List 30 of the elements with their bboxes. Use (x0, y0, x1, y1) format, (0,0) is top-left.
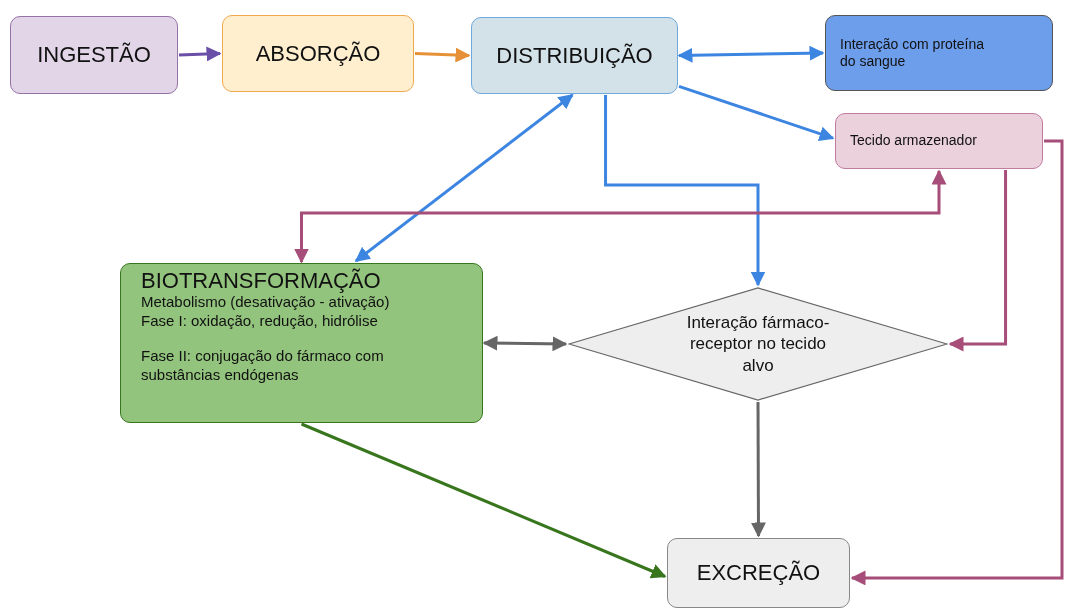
arrow (948, 170, 1008, 352)
box-label: Interação com proteína do sangue (840, 35, 985, 71)
box-text: Fase I: oxidação, redução, hidrólise (141, 312, 379, 331)
process-box (825, 15, 1053, 91)
process-box (835, 113, 1043, 169)
process-box (10, 16, 178, 94)
box-label: DISTRIBUIÇÃO (495, 41, 654, 70)
arrow (178, 46, 222, 62)
process-box (120, 263, 483, 423)
arrow (678, 84, 835, 141)
arrow (354, 93, 574, 263)
box-heading: BIOTRANSFORMAÇÃO (141, 268, 382, 294)
arrow (294, 169, 947, 264)
box-label: ABSORÇÃO (254, 39, 382, 68)
process-box (471, 17, 678, 94)
arrow (604, 95, 766, 287)
process-box (667, 538, 850, 608)
arrow (414, 47, 471, 63)
process-box (222, 15, 414, 92)
arrow (300, 422, 667, 579)
arrow (482, 335, 568, 352)
diamond-label: Interação fármaco-receptor no tecido alvo (685, 312, 831, 376)
box-label: Tecido armazenador (850, 132, 978, 150)
box-label: EXCREÇÃO (695, 559, 822, 587)
arrow (677, 45, 825, 63)
arrow (750, 402, 766, 538)
box-label: INGESTÃO (36, 41, 152, 69)
arrow (850, 139, 1064, 586)
box-text: Metabolismo (desativação - ativação) (141, 293, 391, 313)
box-text: Fase II: conjugação do fármaco com substâncias endógenas (141, 346, 385, 385)
